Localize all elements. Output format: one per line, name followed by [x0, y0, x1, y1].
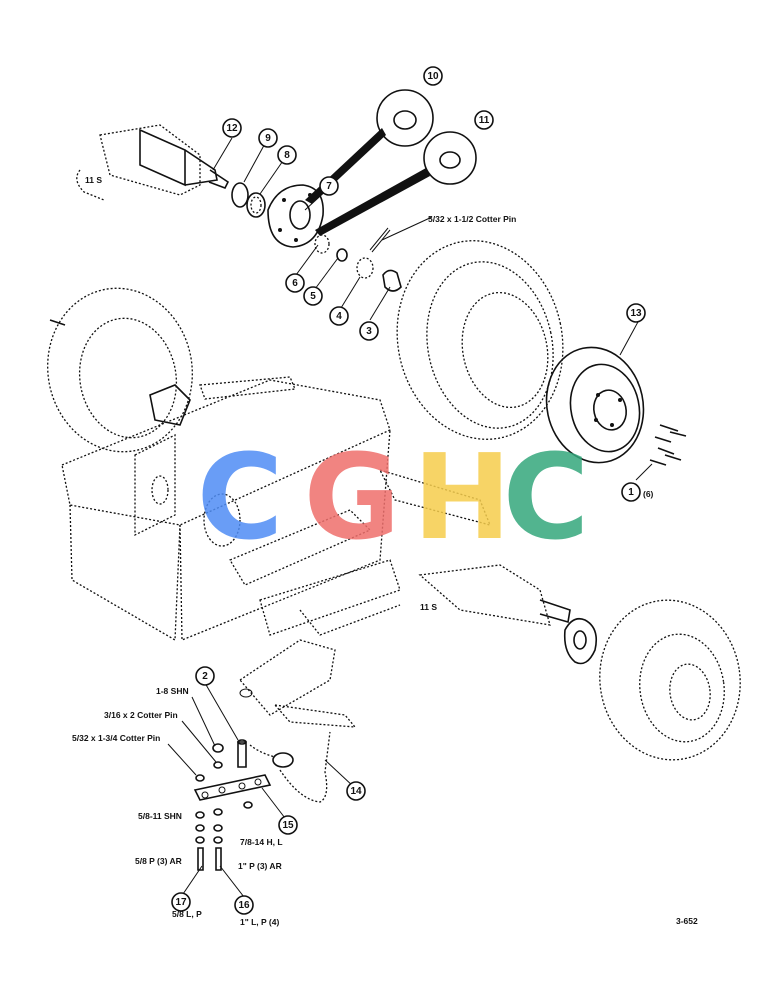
callout-7: 7: [319, 176, 339, 196]
callout-number: 13: [630, 308, 642, 319]
callout-13: 13: [626, 303, 646, 323]
cotter-5-32-label: 5/32 x 1-3/4 Cotter Pin: [72, 733, 160, 743]
axle-right: 11 S: [418, 564, 571, 626]
callout-12: 12: [222, 118, 242, 138]
callout-3: 3: [359, 321, 379, 341]
hitch-pin: [237, 739, 247, 768]
cotter-3-16-label: 3/16 x 2 Cotter Pin: [104, 710, 178, 720]
wheel-rim: [545, 346, 645, 464]
bearing-cup-detail-11: [315, 131, 477, 236]
callout-10: 10: [423, 66, 443, 86]
callout-number: 16: [238, 900, 250, 911]
safety-chain: [249, 731, 331, 803]
callout-number: 14: [350, 786, 362, 797]
lp-5-8-label: 5/8 L, P: [172, 909, 202, 919]
part-labels: 5/32 x 1-1/2 Cotter Pin (6) 1-8 SHN 3/16…: [72, 214, 698, 927]
callout-number: 8: [284, 150, 290, 161]
qty-label: (6): [643, 489, 654, 499]
callout-4: 4: [329, 306, 349, 326]
callout-16: 16: [234, 895, 254, 915]
callout-number: 4: [336, 311, 342, 322]
leader-lines: [167, 137, 653, 898]
hitch-bolts: [197, 847, 222, 871]
callout-number: 6: [292, 278, 298, 289]
callout-2: 2: [195, 666, 215, 686]
callout-number: 7: [326, 181, 332, 192]
callout-1: 1: [621, 482, 641, 502]
callout-11: 11: [474, 110, 494, 130]
hitch-clevis: [239, 639, 357, 728]
wheel-bolts: [649, 424, 687, 466]
callout-17: 17: [171, 892, 191, 912]
callout-number: 15: [282, 820, 294, 831]
bearing-cone-and-seal: [231, 182, 266, 218]
callout-number: 9: [265, 133, 271, 144]
drawing-number: 3-652: [676, 916, 698, 926]
hitch-nuts: [195, 743, 253, 844]
tractor-frame: [61, 376, 492, 642]
watermark-letter: C: [503, 428, 590, 566]
p-1-label: 1" P (3) AR: [238, 861, 282, 871]
hub-lower-right: [563, 617, 598, 665]
p-5-8-label: 5/8 P (3) AR: [135, 856, 182, 866]
watermark-letter: H: [413, 428, 512, 566]
callout-5: 5: [303, 286, 323, 306]
callout-number: 5: [310, 291, 316, 302]
callout-number: 11: [479, 115, 490, 126]
tire-upper-right: [396, 240, 564, 440]
callout-9: 9: [258, 128, 278, 148]
svg-text:11 S: 11 S: [85, 175, 102, 185]
tire-left: [47, 287, 193, 453]
callout-8: 8: [277, 145, 297, 165]
callout-number: 2: [202, 671, 208, 682]
callout-number: 10: [427, 71, 439, 82]
callout-number: 1: [628, 487, 634, 498]
callout-number: 3: [366, 326, 372, 337]
shn-5-8-label: 5/8-11 SHN: [138, 811, 182, 821]
callout-15: 15: [278, 815, 298, 835]
spindle-assembly: 11 S: [76, 124, 230, 201]
hl-7-8-label: 7/8-14 H, L: [240, 837, 283, 847]
callout-14: 14: [346, 781, 366, 801]
tire-lower-right: [599, 599, 741, 761]
svg-text:11 S: 11 S: [420, 602, 437, 612]
callout-number: 12: [226, 123, 238, 134]
callout-6: 6: [285, 273, 305, 293]
shn-1-8-label: 1-8 SHN: [156, 686, 189, 696]
watermark-letter: C: [197, 428, 284, 566]
hitch-plate: [193, 774, 272, 801]
watermark-letter: G: [304, 428, 401, 566]
wheel-hub: [267, 184, 324, 248]
callout-number: 17: [175, 897, 187, 908]
lp-1-label: 1" L, P (4): [240, 917, 279, 927]
cotter-pin-top-label: 5/32 x 1-1/2 Cotter Pin: [428, 214, 516, 224]
